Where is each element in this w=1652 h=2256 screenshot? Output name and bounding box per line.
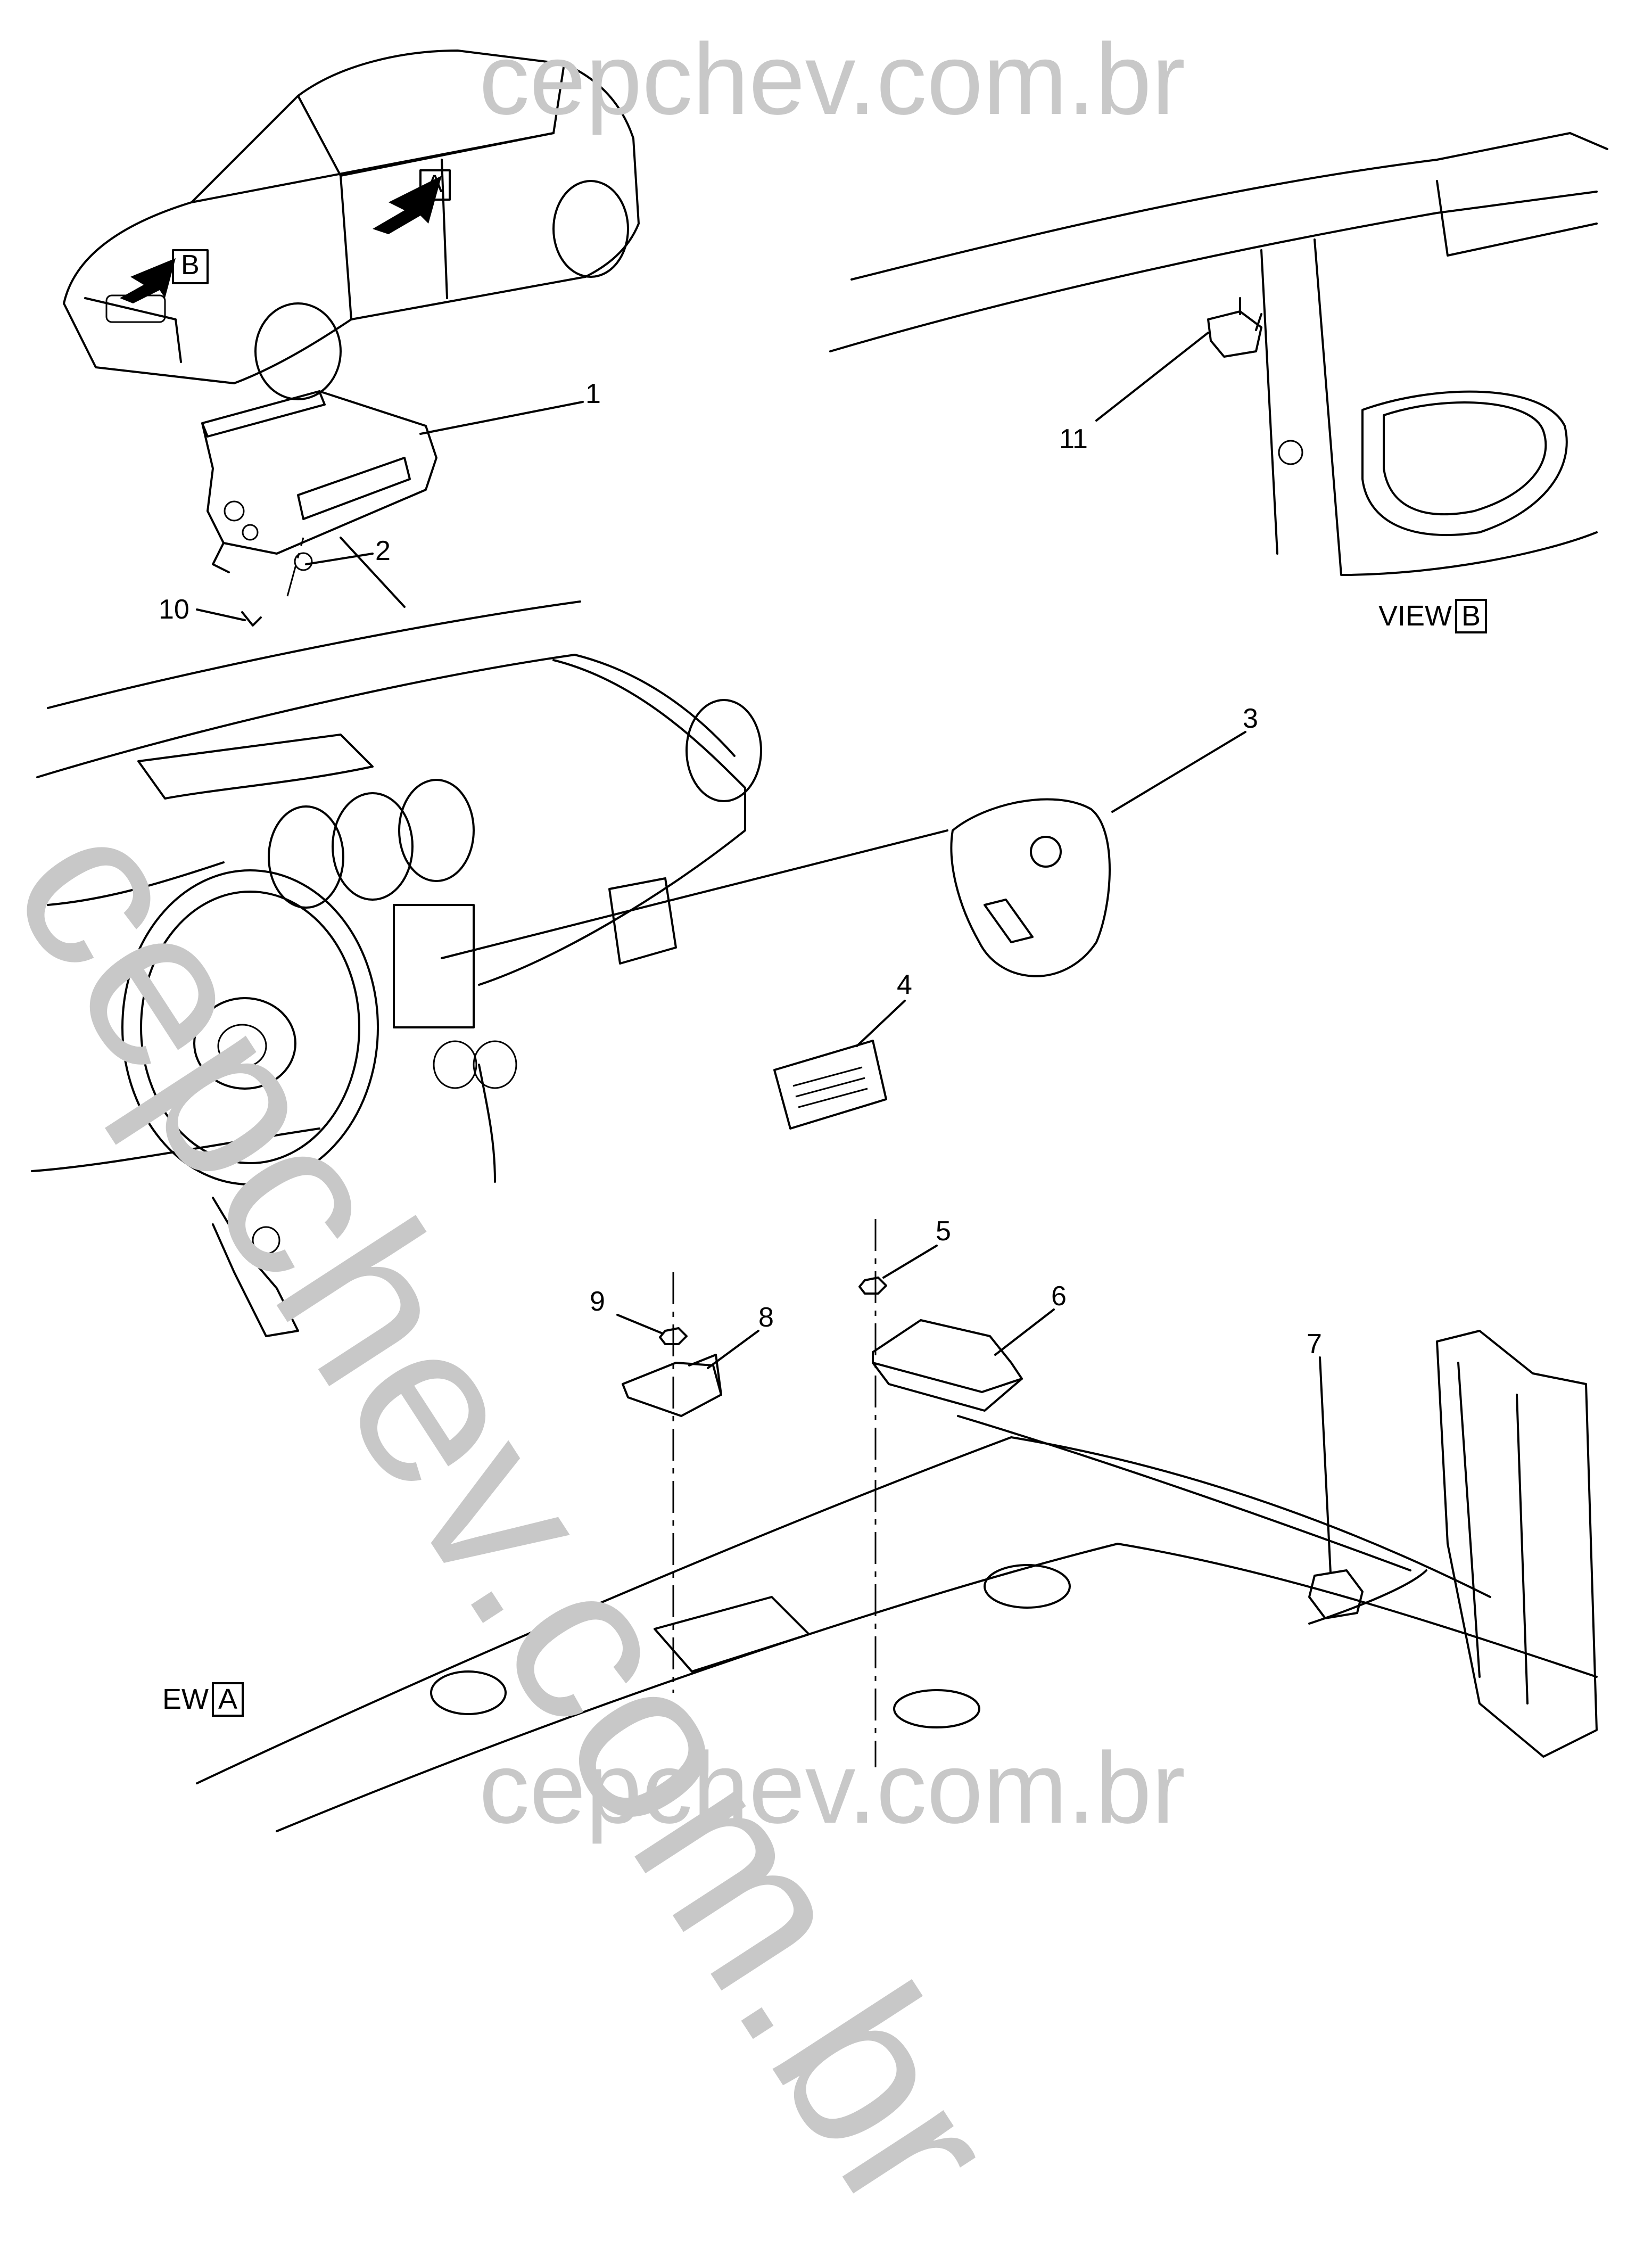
view-b-prefix: VIEW — [1378, 600, 1452, 632]
nut-5-icon — [858, 1277, 887, 1295]
leader-10 — [196, 608, 246, 621]
steering-wheel — [121, 869, 379, 1337]
callout-9: 9 — [590, 1286, 605, 1317]
leader-5 — [882, 1245, 938, 1279]
vehicle-drawing — [63, 50, 640, 400]
callout-10: 10 — [159, 594, 189, 625]
impact-sensor-11 — [1207, 297, 1262, 358]
leader-3 — [1111, 731, 1246, 813]
side-sensor-7 — [1308, 1569, 1364, 1619]
bracket-8 — [622, 1354, 722, 1417]
leader-6 — [994, 1308, 1055, 1356]
watermark-bottom: cepchev.com.br — [479, 1732, 1186, 1845]
leader-7 — [1319, 1356, 1332, 1574]
callout-6: 6 — [1051, 1281, 1067, 1312]
leader-9 — [616, 1314, 664, 1335]
callout-3: 3 — [1243, 703, 1258, 734]
diagram-canvas: cepchev.com.br cepchev.com.br cepchev.co… — [0, 23, 1608, 2254]
callout-1: 1 — [585, 378, 601, 409]
watermark-top: cepchev.com.br — [479, 23, 1186, 136]
bolt-10-icon — [241, 611, 262, 627]
nut-9-icon — [659, 1327, 688, 1345]
ew-a-box: A — [212, 1682, 244, 1717]
arrow-b-label: B — [181, 250, 200, 281]
callout-11: 11 — [1059, 424, 1088, 455]
arrow-a-label: A — [426, 170, 443, 197]
ew-a-prefix: EW — [162, 1683, 209, 1716]
centerline-2 — [286, 537, 304, 597]
leader-4 — [856, 1000, 906, 1047]
arrow-a-icon — [373, 169, 451, 234]
sdm-module-6 — [872, 1319, 1023, 1412]
callout-5: 5 — [936, 1216, 951, 1247]
callout-4: 4 — [897, 969, 912, 1000]
leader-3-wheel — [441, 829, 948, 959]
leader-8 — [707, 1330, 759, 1369]
leader-2 — [305, 553, 374, 565]
instrument-panel — [31, 600, 762, 1183]
driver-airbag-cover — [950, 798, 1111, 977]
arrow-b-icon — [120, 249, 209, 303]
leader-1-lower — [340, 537, 406, 608]
fastener-2-icon — [294, 552, 313, 571]
passenger-airbag-module — [201, 390, 437, 573]
line-drawing — [31, 50, 1608, 1832]
warning-label — [773, 1040, 887, 1130]
callout-8: 8 — [758, 1302, 774, 1333]
leader-1 — [419, 401, 584, 435]
callout-2: 2 — [375, 536, 391, 566]
floor-pan — [196, 1330, 1598, 1832]
leader-11 — [1095, 332, 1209, 422]
view-b-box: B — [1455, 599, 1488, 633]
view-b-structure — [829, 132, 1608, 576]
callout-7: 7 — [1307, 1329, 1322, 1360]
